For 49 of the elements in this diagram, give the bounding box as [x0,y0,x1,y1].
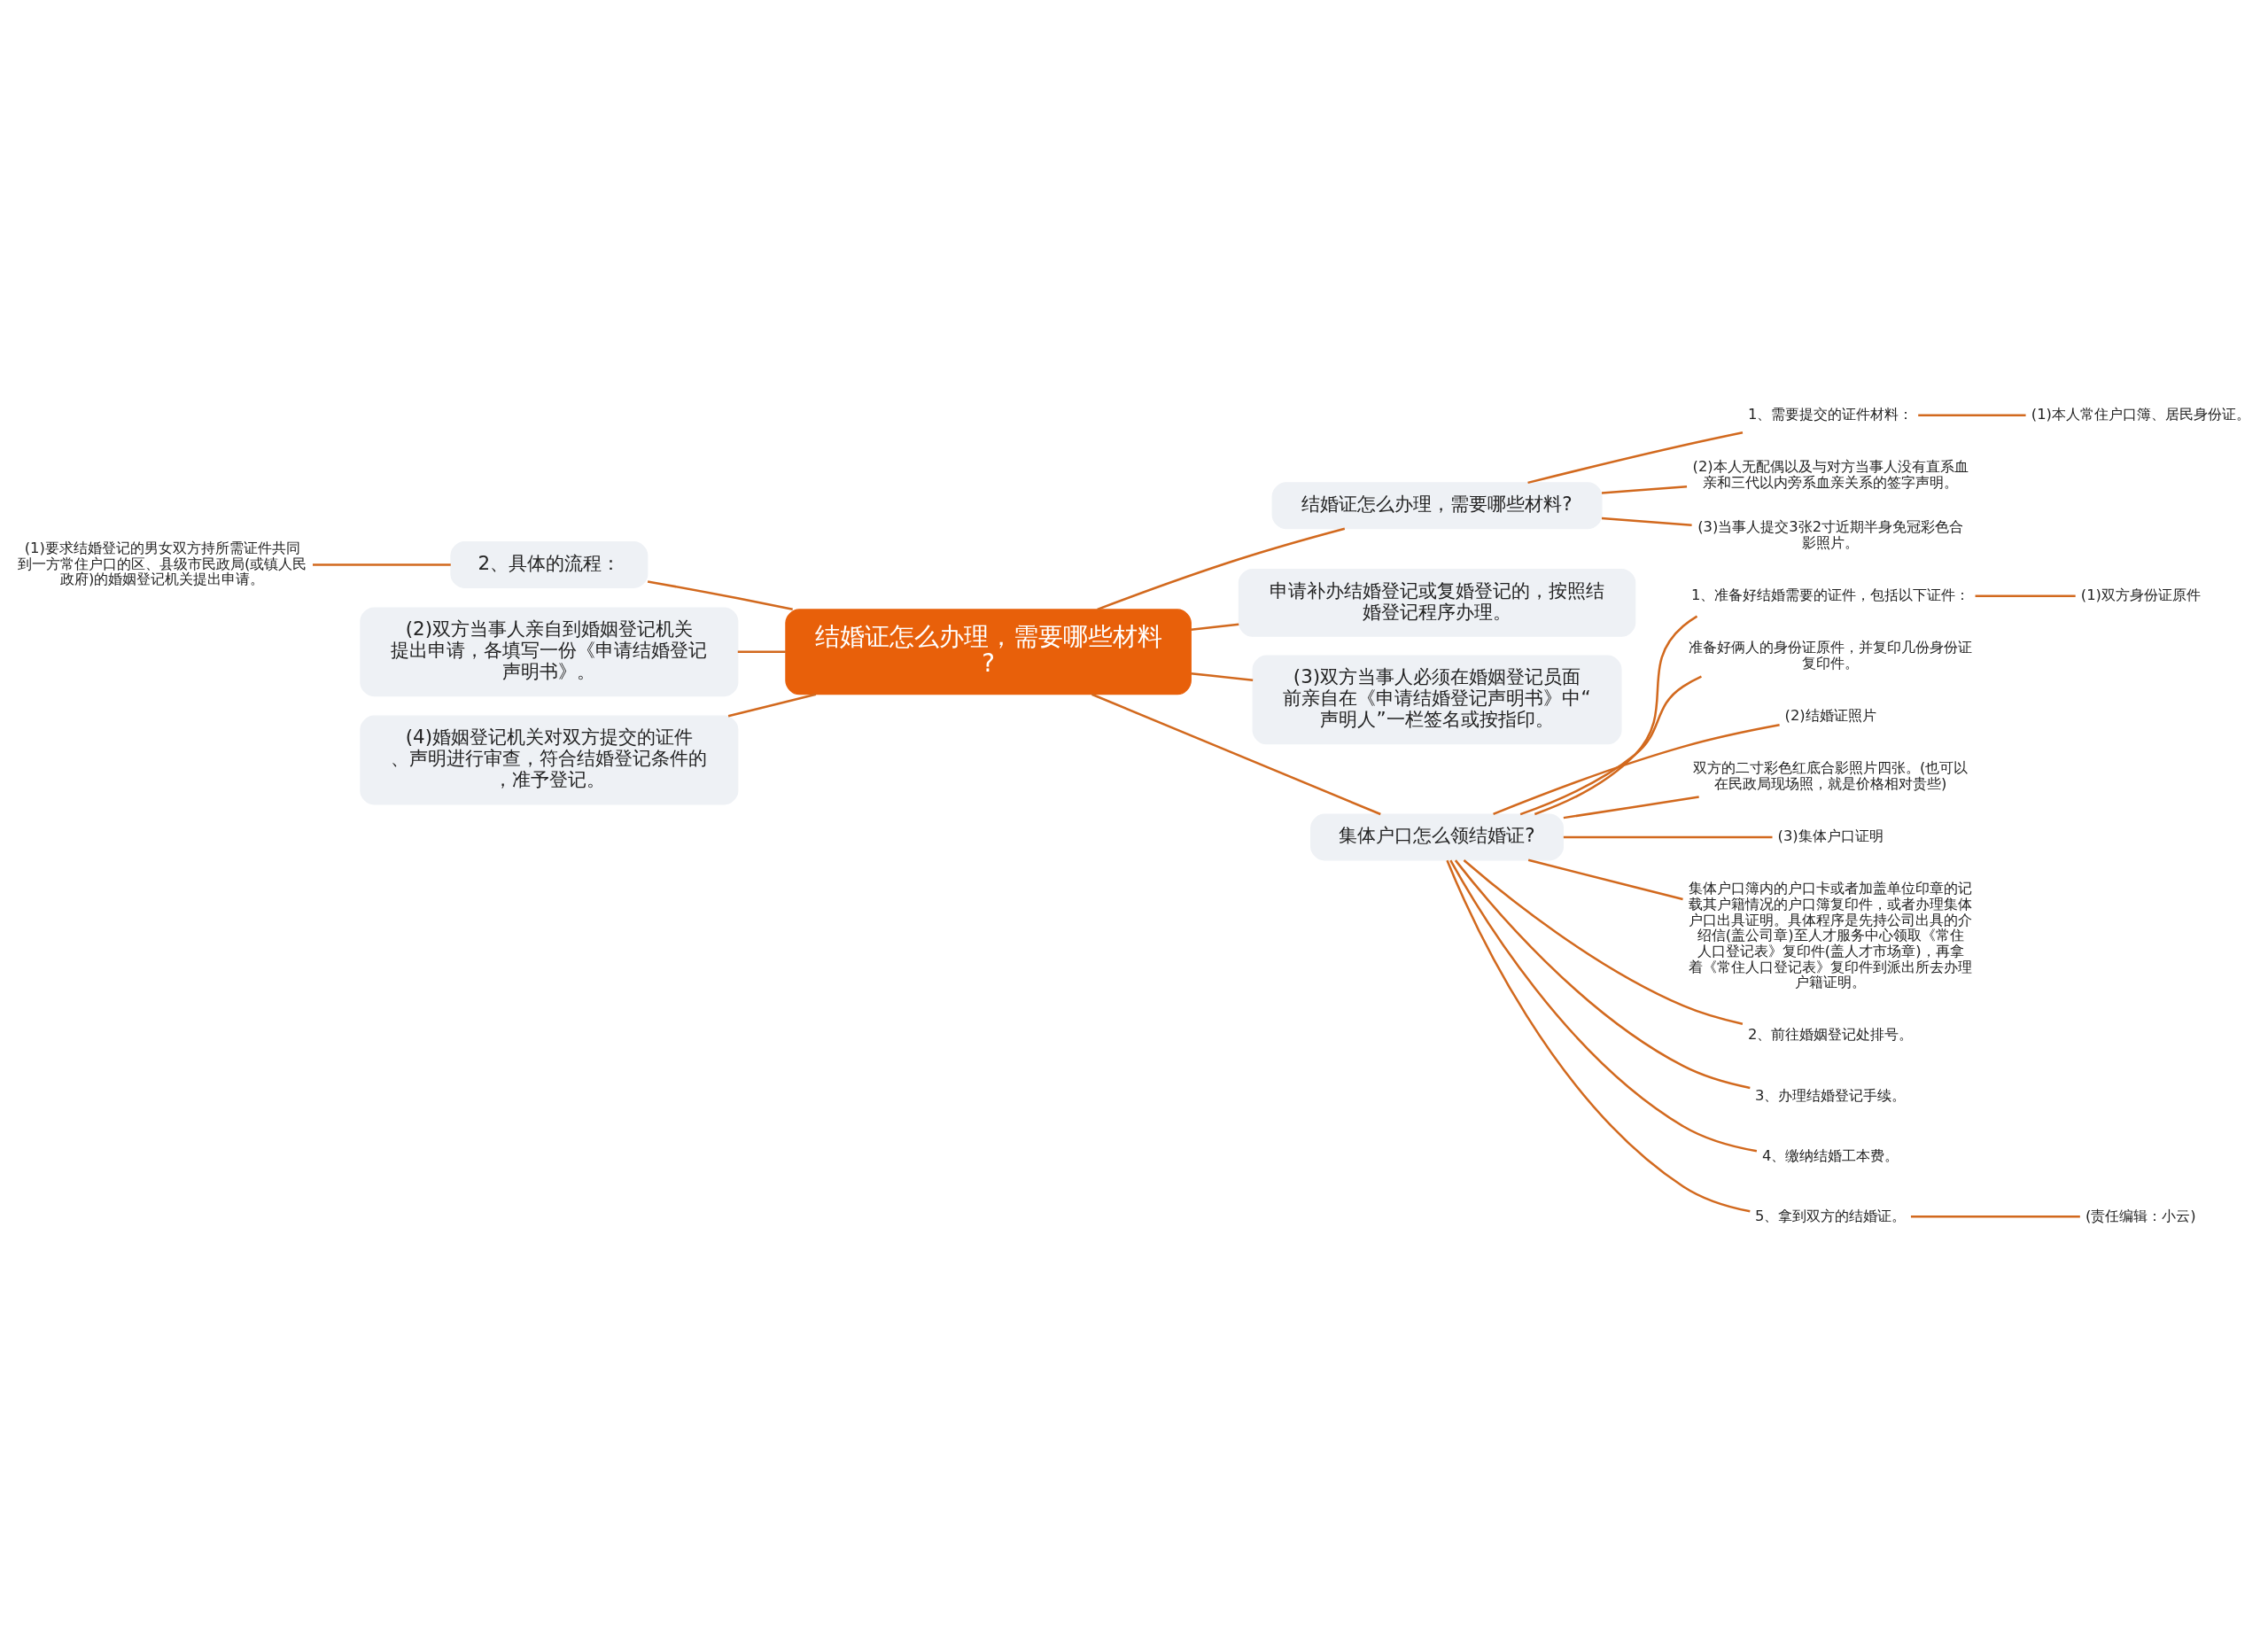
connector [1601,485,1688,494]
node-box: 集体户口怎么领结婚证? [1310,813,1565,860]
connector [727,693,817,717]
connector [1527,858,1683,900]
node-text: (责任编辑：小云) [2085,1207,2196,1224]
connector [1454,858,1751,1089]
connector [1910,1215,2080,1218]
node-text: 双方的二寸彩色红底合影照片四张。(也可以在民政局现场照，就是价格相对贵些) [1692,758,1969,792]
connector [1191,623,1239,631]
connector [1918,413,2026,416]
node-text: (3)集体户口证明 [1777,827,1884,844]
node-text: 1、需要提交的证件材料： [1747,405,1914,423]
connector [313,563,451,566]
node-text: (3)当事人提交3张2寸近期半身免冠彩色合影照片。 [1697,517,1964,551]
node-text: 2、前往婚姻登记处排号。 [1747,1025,1914,1043]
connector [737,650,786,653]
node-box: (4)婚姻登记机关对双方提交的证件、声明进行审查，符合结婚登记条件的，准予登记。 [360,715,739,804]
node-box: 结婚证怎么办理，需要哪些材料? [785,608,1192,695]
connector [1563,835,1773,838]
node-text: 3、办理结婚登记手续。 [1754,1086,1907,1103]
node-text: 集体户口簿内的户口卡或者加盖单位印章的记载其户籍情况的户口簿复印件，或者办理集体户口出具证明。具体程序是先持公司出具的介绍信(盖公司章)至人才服务中心领取《常住人口登记表》复印件(盖人才市场章)，再拿着《常住人口登记表》复印件到派出所去办理户籍证明。 [1689,879,1973,990]
connector [1519,674,1702,815]
connector [647,579,793,610]
connector [1601,516,1692,526]
node-box: 2、具体的流程： [450,540,649,588]
node-text: 1、准备好结婚需要的证件，包括以下证件： [1690,586,1970,603]
node-text: (1)本人常住户口簿、居民身份证。 [2031,405,2250,423]
connector [1446,859,1751,1213]
node-text: (1)要求结婚登记的男女双方持所需证件共同到一方常住户口的区、县级市民政局(或镇人民政府)的婚姻登记机关提出申请。 [18,539,307,587]
connector [1191,672,1254,681]
node-box: (3)双方当事人必须在婚姻登记员面前亲自在《申请结婚登记声明书》中“声明人”一栏签名或按指印。 [1252,655,1622,744]
connector [1463,858,1744,1025]
connector [1097,526,1346,610]
connector [1527,431,1744,484]
connector [1449,859,1758,1152]
node-text: (1)双方身份证原件 [2080,586,2201,603]
connector [1534,615,1698,815]
connector [1493,723,1780,815]
node-box: 申请补办结婚登记或复婚登记的，按照结婚登记程序办理。 [1238,568,1636,637]
node-text: 5、拿到双方的结婚证。 [1754,1207,1907,1224]
node-box: (2)双方当事人亲自到婚姻登记机关提出申请，各填写一份《申请结婚登记声明书》。 [360,606,739,696]
connector [1975,594,2076,597]
connector [1091,693,1381,815]
node-text: 4、缴纳结婚工本费。 [1761,1146,1899,1164]
node-text: (2)本人无配偶以及与对方当事人没有直系血亲和三代以内旁系血亲关系的签字声明。 [1692,457,1969,491]
connector [1563,795,1699,819]
node-text: (2)结婚证照片 [1784,706,1876,724]
node-text: 准备好俩人的身份证原件，并复印几份身份证复印件。 [1689,638,1973,672]
node-box: 结婚证怎么办理，需要哪些材料? [1271,481,1603,529]
